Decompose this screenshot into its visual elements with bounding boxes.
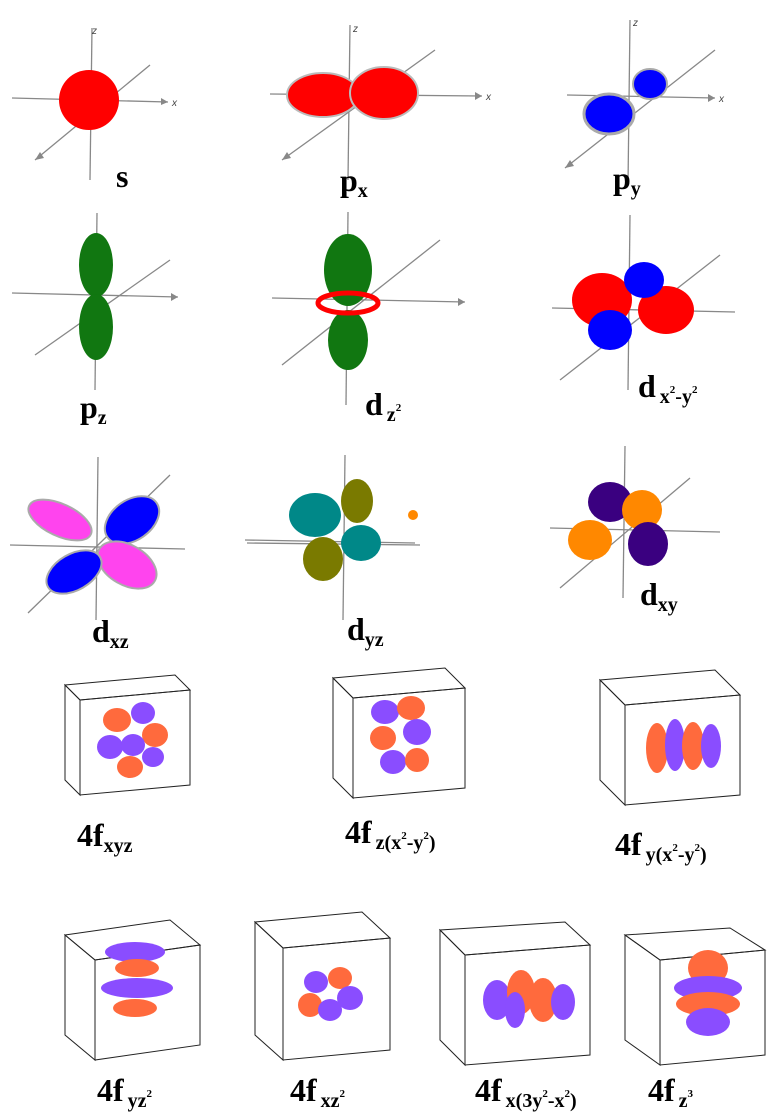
- py-lobe-back: [632, 68, 668, 100]
- dx2y2-lobe-back: [624, 262, 664, 298]
- dxy-lobe-2: [622, 490, 662, 530]
- 4f-xz2-drawing: [253, 911, 392, 1062]
- dz2-orbital-drawing: [271, 211, 466, 406]
- px-lobe-left: [286, 72, 360, 118]
- orbital-dxy: dxy: [540, 438, 770, 638]
- axis-z-letter: z: [632, 18, 638, 29]
- label-s: s: [116, 158, 129, 194]
- axis-x-letter: x: [718, 94, 725, 105]
- dyz-lobe-3: [341, 525, 381, 561]
- dx2y2-lobe-right: [638, 286, 694, 334]
- orbital-4f-xz2: 4f xz2: [250, 900, 420, 1115]
- dyz-lobe-2: [341, 479, 373, 523]
- label-dx2y2: d x2-y2: [638, 368, 698, 408]
- orbital-dxz: dxz: [0, 445, 200, 653]
- axis-z-letter: z: [352, 24, 358, 35]
- dxy-lobe-3: [628, 522, 668, 566]
- label-px: px: [340, 162, 368, 202]
- orbital-4f-z3: 4f z3: [620, 900, 772, 1115]
- dyz-orbital-drawing: [244, 454, 421, 621]
- dz2-torus: [315, 290, 381, 316]
- s-orbital-drawing: z x: [11, 26, 178, 181]
- orbital-s: z x s: [0, 20, 200, 200]
- label-pz: pz: [80, 389, 107, 429]
- label-4f-z3: 4f z3: [648, 1072, 694, 1112]
- orbital-4f-yz2: 4f yz2: [55, 890, 245, 1115]
- axis-x-letter: x: [485, 92, 492, 103]
- orbital-py: z x py: [555, 10, 765, 200]
- dxy-lobe-4: [568, 520, 612, 560]
- label-4f-zx2y2: 4f z(x2-y2): [345, 814, 436, 854]
- orbital-4f-xyz: 4fxyz: [55, 655, 255, 865]
- dyz-stray-dot: [408, 510, 418, 520]
- dxz-lobe-3: [96, 540, 158, 590]
- dx2y2-orbital-drawing: [551, 214, 736, 391]
- label-4f-xz2: 4f xz2: [290, 1072, 346, 1112]
- label-dz2: d z2: [365, 386, 402, 426]
- 4f-xyz-drawing: [63, 674, 192, 797]
- label-dxz: dxz: [92, 613, 129, 653]
- axis-x-letter: x: [171, 98, 178, 109]
- px-lobe-right: [349, 66, 419, 120]
- 4f-yz2-drawing: [63, 919, 202, 1062]
- orbital-4f-x3y2x2: 4f x(3y2-x2): [435, 900, 610, 1115]
- pz-lobe-top: [79, 233, 113, 297]
- dz2-lobe-bottom: [328, 310, 368, 370]
- orbital-dx2y2: d x2-y2: [540, 200, 770, 430]
- label-py: py: [613, 160, 641, 200]
- dxz-lobe-4: [45, 549, 103, 595]
- label-dxy: dxy: [640, 576, 678, 616]
- label-4f-yz2: 4f yz2: [97, 1072, 153, 1112]
- dxy-lobe-1: [588, 482, 632, 522]
- dxz-lobe-1: [27, 498, 93, 542]
- 4f-x3y2x2-drawing: [438, 921, 592, 1067]
- label-dyz: dyz: [347, 611, 384, 651]
- dz2-lobe-top: [324, 234, 372, 306]
- orbital-px: z x px: [260, 20, 500, 202]
- 4f-yx2y2-drawing: [598, 669, 742, 807]
- orbital-dz2: d z2: [260, 200, 490, 430]
- orbital-4f-yx2y2: 4f y(x2-y2): [595, 650, 772, 875]
- 4f-zx2y2-drawing: [331, 667, 467, 800]
- dxz-lobe-2: [103, 495, 161, 545]
- px-orbital-drawing: z x: [269, 24, 492, 181]
- dxy-orbital-drawing: [549, 445, 721, 599]
- label-4f-yx2y2: 4f y(x2-y2): [615, 826, 707, 866]
- dyz-lobe-4: [303, 537, 343, 581]
- dx2y2-lobe-front: [588, 310, 632, 350]
- dxz-orbital-drawing: [9, 456, 186, 621]
- s-lobe: [59, 70, 119, 130]
- py-orbital-drawing: z x: [564, 18, 725, 186]
- orbital-dyz: dyz: [235, 445, 465, 651]
- pz-orbital-drawing: [11, 212, 179, 391]
- orbital-pz: pz: [0, 205, 200, 430]
- label-4f-x3y2x2: 4f x(3y2-x2): [475, 1072, 577, 1112]
- dyz-lobe-1: [289, 493, 341, 537]
- py-lobe-front: [582, 92, 636, 136]
- orbital-4f-zx2y2: 4f z(x2-y2): [325, 650, 555, 865]
- pz-lobe-bottom: [79, 294, 113, 360]
- 4f-z3-drawing: [623, 927, 767, 1066]
- label-4f-xyz: 4fxyz: [77, 817, 133, 857]
- axis-z-letter: z: [91, 26, 97, 37]
